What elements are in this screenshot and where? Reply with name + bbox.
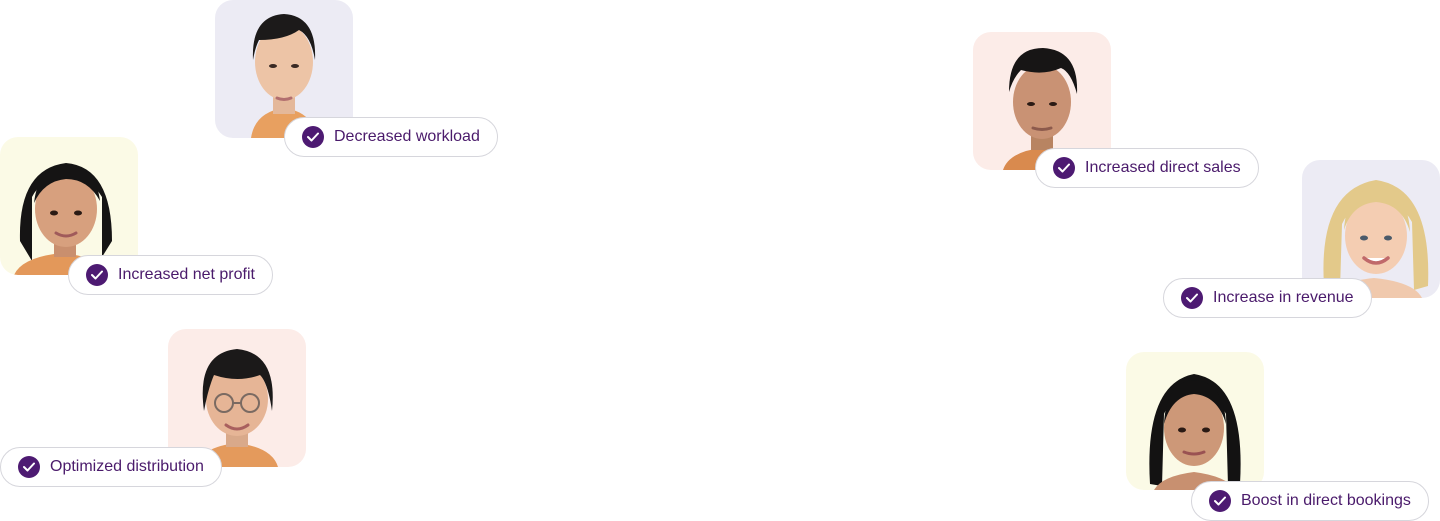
benefit-pill-boost-in-direct-bookings: Boost in direct bookings [1191, 481, 1429, 521]
benefit-label: Optimized distribution [50, 458, 204, 475]
benefit-pill-optimized-distribution: Optimized distribution [0, 447, 222, 487]
benefit-label: Increase in revenue [1213, 289, 1354, 306]
check-circle-icon [86, 264, 108, 286]
portrait-photo [1302, 160, 1440, 298]
portrait-photo [1126, 352, 1264, 490]
benefit-label: Increased net profit [118, 266, 255, 283]
benefit-label: Increased direct sales [1085, 159, 1241, 176]
check-circle-icon [302, 126, 324, 148]
benefit-pill-increased-net-profit: Increased net profit [68, 255, 273, 295]
portrait-photo [0, 137, 138, 275]
benefit-label: Boost in direct bookings [1241, 492, 1411, 509]
check-circle-icon [1181, 287, 1203, 309]
check-circle-icon [1209, 490, 1231, 512]
benefit-label: Decreased workload [334, 128, 480, 145]
benefit-pill-increased-direct-sales: Increased direct sales [1035, 148, 1259, 188]
check-circle-icon [18, 456, 40, 478]
portrait-photo [973, 32, 1111, 170]
benefit-pill-decreased-workload: Decreased workload [284, 117, 498, 157]
check-circle-icon [1053, 157, 1075, 179]
benefit-pill-increase-in-revenue: Increase in revenue [1163, 278, 1372, 318]
